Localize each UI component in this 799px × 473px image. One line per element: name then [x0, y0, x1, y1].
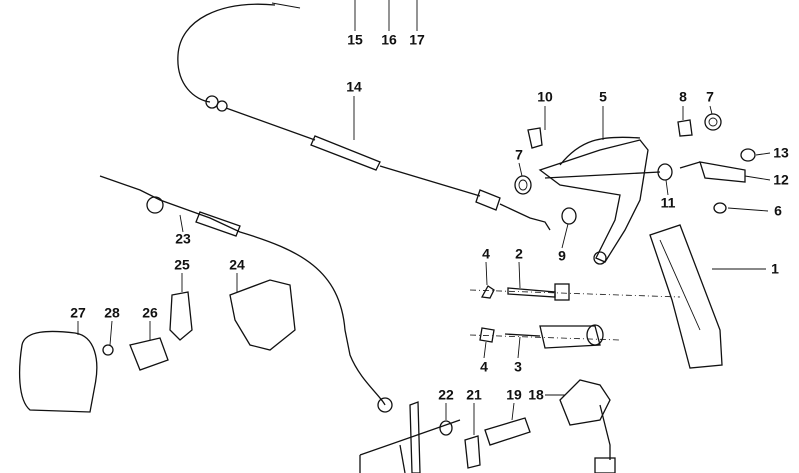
callout-11: 11 — [660, 194, 676, 211]
callout-17: 17 — [409, 31, 425, 48]
callout-10: 10 — [537, 88, 553, 105]
cover-27 — [18, 330, 98, 413]
callout-26: 26 — [142, 304, 158, 321]
callout-28: 28 — [104, 304, 120, 321]
accelerator-pedal-1 — [649, 224, 723, 369]
callout-7: 7 — [706, 88, 714, 105]
callout-14: 14 — [346, 78, 362, 95]
callout-15: 15 — [347, 31, 363, 48]
callout-22: 22 — [438, 386, 454, 403]
callout-5: 5 — [599, 88, 607, 105]
callout-16: 16 — [381, 31, 397, 48]
callout-18: 18 — [528, 386, 544, 403]
callout-4: 4 — [482, 245, 490, 262]
callout-6: 6 — [774, 202, 782, 219]
callout-24: 24 — [229, 256, 245, 273]
accelerator-cable-upper — [177, 3, 276, 103]
callout-13: 13 — [773, 144, 789, 161]
callout-25: 25 — [174, 256, 190, 273]
bolts — [469, 283, 681, 349]
lever-25 — [169, 291, 193, 341]
callout-19: 19 — [506, 386, 522, 403]
cable-23 — [99, 175, 386, 406]
callout-7: 7 — [515, 146, 523, 163]
callout-4: 4 — [480, 358, 488, 375]
callout-23: 23 — [175, 230, 191, 247]
callout-9: 9 — [558, 247, 566, 264]
callout-1: 1 — [771, 260, 779, 277]
callout-8: 8 — [679, 88, 687, 105]
callout-3: 3 — [514, 358, 522, 375]
leader-lines — [77, 0, 771, 435]
accelerator-cable-14 — [205, 95, 551, 231]
bracket-24 — [229, 279, 296, 351]
callout-2: 2 — [515, 245, 523, 262]
switch-assembly — [359, 379, 616, 473]
pedal-bracket-5 — [538, 136, 661, 265]
callout-12: 12 — [773, 171, 789, 188]
callout-21: 21 — [466, 386, 482, 403]
part-26 — [129, 337, 169, 371]
small-parts — [514, 113, 756, 225]
callout-27: 27 — [70, 304, 86, 321]
